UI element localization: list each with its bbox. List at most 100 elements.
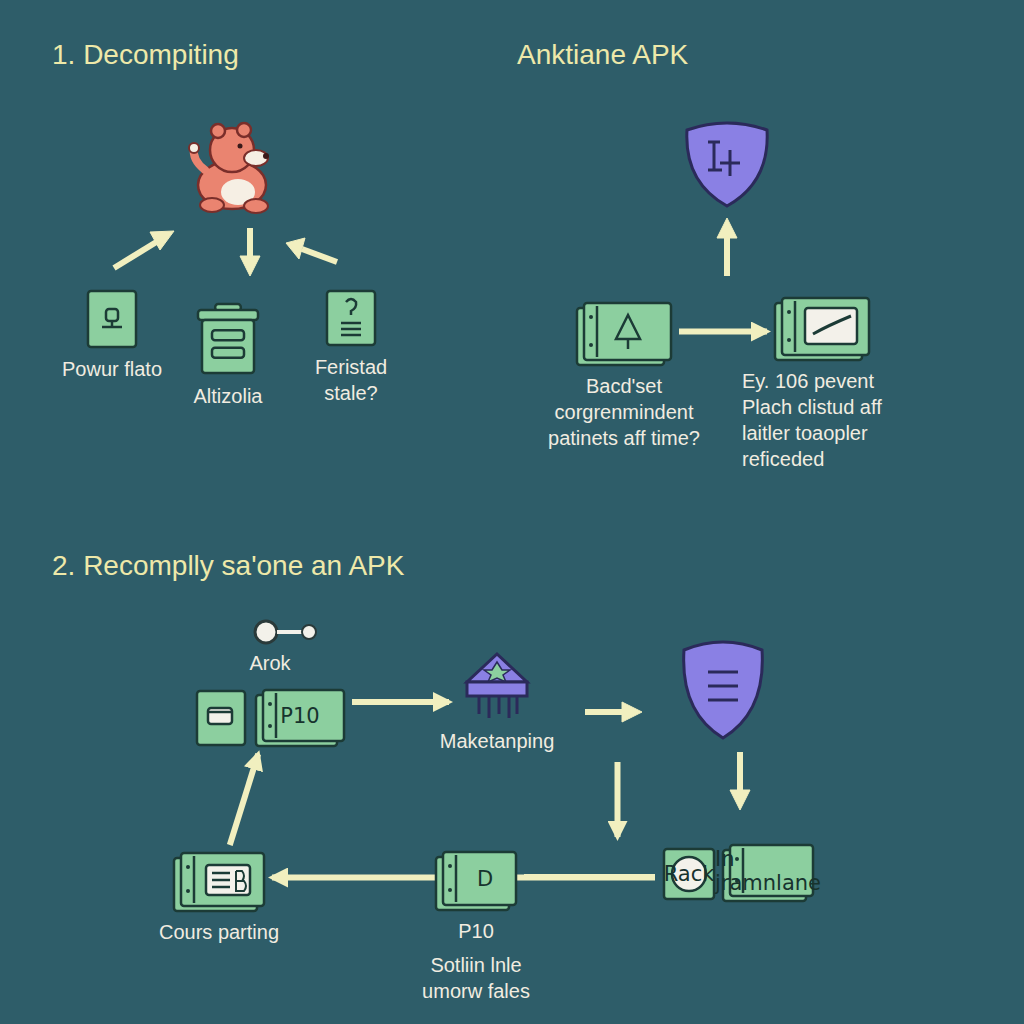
card-tab bbox=[455, 855, 458, 902]
card-node: Ey. 106 pevent Plach clistud aff laitler… bbox=[742, 298, 902, 472]
hat-legs bbox=[479, 696, 517, 718]
card-dot bbox=[787, 310, 791, 314]
card-tab bbox=[596, 306, 599, 357]
layout-arrows bbox=[114, 218, 750, 810]
output-card-node: Rack In jramnlane bbox=[663, 845, 813, 901]
icon-outline bbox=[775, 298, 869, 360]
pack-card-node: DP10Sotliin lnle umorw fales bbox=[411, 852, 541, 1004]
arrow-head bbox=[717, 218, 737, 238]
arrow-shaft bbox=[114, 241, 158, 268]
icon-line bbox=[208, 711, 232, 714]
card-front bbox=[443, 852, 516, 905]
node-label: Sotliin lnle umorw fales bbox=[411, 952, 541, 1004]
bear-nose bbox=[263, 153, 269, 159]
tree-glyph bbox=[616, 315, 640, 349]
icon-outline bbox=[196, 690, 344, 746]
icon-line bbox=[341, 322, 361, 325]
node-icon bbox=[775, 298, 869, 360]
source-file-node: Powur flato bbox=[47, 290, 177, 382]
section-heading: 1. Decompiting bbox=[52, 38, 239, 72]
node-icon bbox=[87, 290, 137, 348]
arrow-head bbox=[286, 238, 305, 259]
node-icon bbox=[174, 853, 264, 911]
card-dot bbox=[589, 315, 593, 319]
icon-outline bbox=[326, 290, 376, 346]
icon-outline bbox=[577, 303, 671, 365]
arrow-shaft bbox=[724, 236, 730, 276]
icon-outline bbox=[196, 303, 260, 375]
node-icon: D bbox=[436, 852, 516, 910]
shield-glyph bbox=[708, 142, 740, 176]
icon-line bbox=[212, 879, 230, 882]
section-heading: 2. Recomplly sa'one an APK bbox=[52, 549, 404, 583]
icon-outline bbox=[436, 852, 516, 910]
hat-band bbox=[467, 682, 527, 696]
card-dot bbox=[787, 338, 791, 342]
card-front bbox=[584, 303, 671, 360]
shield-shape bbox=[684, 642, 763, 738]
shield-icon bbox=[687, 123, 767, 206]
hat-top bbox=[467, 654, 527, 682]
node-label: Ey. 106 pevent Plach clistud aff laitler… bbox=[742, 368, 902, 472]
card-node: Cours parting bbox=[149, 853, 289, 945]
d-square bbox=[664, 849, 714, 899]
card-text: In jramnlane bbox=[730, 847, 806, 895]
shield-lines bbox=[708, 672, 738, 700]
bear-eye bbox=[238, 144, 243, 149]
doc-icon bbox=[88, 291, 136, 347]
bin-slot bbox=[212, 330, 244, 340]
hat-star bbox=[484, 662, 510, 682]
arrow-head bbox=[240, 256, 260, 276]
bear-paw bbox=[189, 143, 199, 153]
card-node: Bacd'set corgrenmindent patinets aff tim… bbox=[534, 303, 714, 451]
card-dot bbox=[735, 857, 739, 861]
node-icon: Rack In jramnlane bbox=[663, 845, 813, 901]
bin-body bbox=[202, 320, 254, 373]
card-dot bbox=[186, 889, 190, 893]
bear-snout bbox=[244, 150, 268, 166]
folder-glyph bbox=[208, 708, 232, 724]
flow-arrow bbox=[230, 754, 258, 845]
card-dot bbox=[268, 724, 272, 728]
card-front bbox=[730, 845, 813, 896]
bear-foot bbox=[244, 199, 268, 213]
folder-square bbox=[197, 691, 245, 745]
flow-arrow bbox=[679, 329, 767, 335]
doc-icon bbox=[327, 291, 375, 345]
apk-card-node: ArokP10 bbox=[195, 650, 345, 746]
node-label: Cours parting bbox=[149, 919, 289, 945]
node-icon bbox=[577, 303, 671, 365]
node-label: Altizolia bbox=[168, 383, 288, 409]
card-front bbox=[263, 690, 344, 741]
node-heading: Arok bbox=[195, 650, 345, 676]
key-bow bbox=[255, 621, 277, 643]
bin-node: Altizolia bbox=[168, 303, 288, 409]
icon-line bbox=[341, 328, 361, 331]
card-dot bbox=[268, 702, 272, 706]
b-glyph bbox=[236, 871, 246, 891]
card-dot bbox=[589, 343, 593, 347]
bin-lid bbox=[198, 310, 258, 320]
node-icon bbox=[196, 303, 260, 375]
card-dot bbox=[448, 864, 452, 868]
bin-slot bbox=[212, 348, 244, 358]
bear-ear bbox=[211, 124, 225, 138]
icon-line bbox=[212, 872, 230, 875]
icon-line bbox=[212, 886, 230, 889]
wave-glyph bbox=[813, 316, 851, 334]
card-text: Rack bbox=[664, 849, 714, 899]
node-label: Powur flato bbox=[47, 356, 177, 382]
icon-outline bbox=[87, 290, 137, 348]
card-tab bbox=[193, 856, 196, 903]
question-glyph bbox=[346, 299, 356, 315]
card-tab bbox=[794, 301, 797, 352]
picture-frame bbox=[805, 308, 857, 344]
query-file-node: Feristad stale? bbox=[296, 290, 406, 406]
card-dot bbox=[186, 865, 190, 869]
icon-outline bbox=[457, 652, 537, 720]
bear-illustration bbox=[189, 123, 269, 213]
shield-shape bbox=[687, 123, 767, 206]
arrow-head bbox=[150, 231, 174, 250]
